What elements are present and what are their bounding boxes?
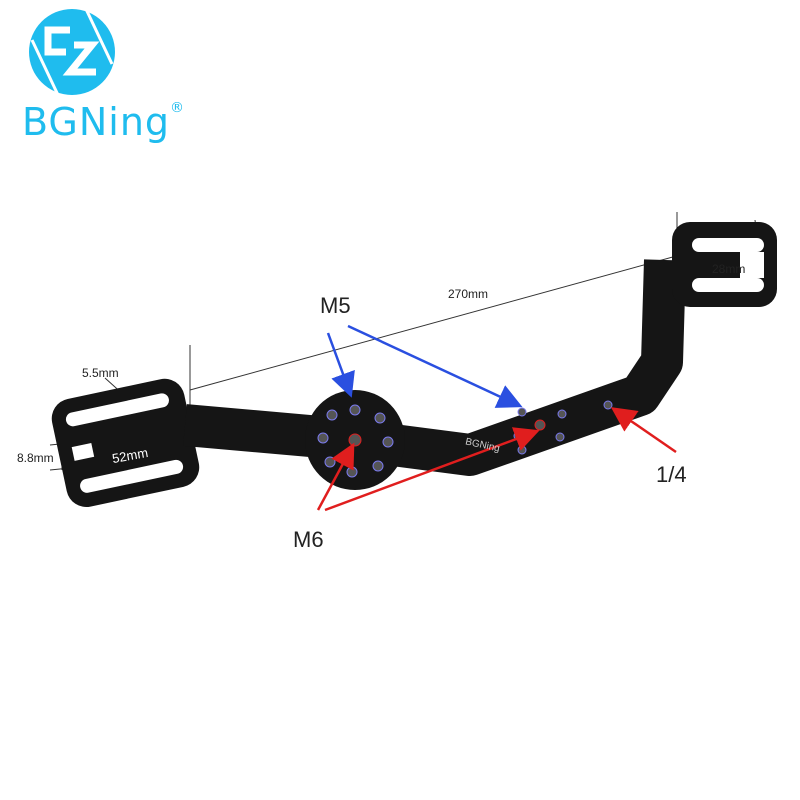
- brand-logo: BGNing®: [22, 100, 185, 144]
- quarter-inch-callout-label: 1/4: [656, 462, 687, 487]
- bracket-bar: [183, 259, 686, 476]
- left-clamp: [51, 378, 200, 508]
- right-clamp-label: 28mm: [712, 262, 746, 276]
- brand-name: BGNing: [22, 100, 171, 144]
- total-length-label: 270mm: [448, 287, 489, 301]
- registered-mark: ®: [170, 100, 186, 116]
- callout-arrows: [316, 324, 677, 512]
- slot-width-label: 5.5mm: [82, 366, 119, 380]
- slot-gap-label: 8.8mm: [17, 451, 54, 465]
- right-clamp: [672, 222, 777, 307]
- bgning-logo-icon: [29, 8, 115, 96]
- m6-callout-label: M6: [293, 527, 324, 552]
- m5-callout-label: M5: [320, 293, 351, 318]
